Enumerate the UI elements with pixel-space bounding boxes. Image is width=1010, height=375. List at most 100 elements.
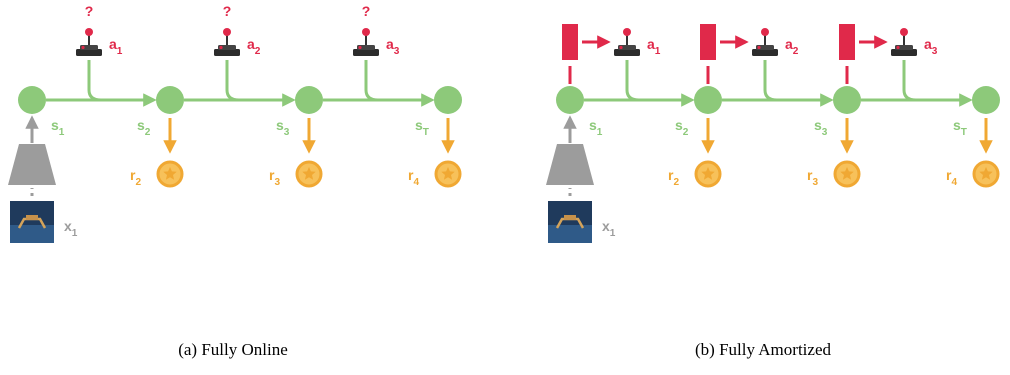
robot-torso (26, 215, 38, 220)
action-label-a1: a1 (647, 36, 661, 57)
star-icon (295, 160, 323, 188)
policy-block (700, 24, 716, 60)
state-node-s3 (833, 86, 861, 114)
joystick-base (752, 49, 778, 56)
joystick-knob (761, 28, 769, 36)
state-node-s1 (18, 86, 46, 114)
state-label-s2: s2 (675, 117, 689, 138)
encoder-trapezoid (546, 144, 594, 185)
reward-label-r2-base: r (668, 167, 674, 183)
observation-label-base: x (602, 218, 610, 234)
star-icon (833, 160, 861, 188)
action-merge-line (625, 60, 640, 102)
joystick-button (757, 45, 761, 50)
joystick-top (357, 45, 375, 50)
reward-label-r2: r2 (668, 167, 679, 188)
state-label-sT-sub: T (961, 127, 968, 138)
robot-floor (10, 225, 54, 243)
joystick-button (619, 45, 623, 50)
state-label-s3-sub: 3 (284, 127, 290, 138)
state-node-s3 (295, 86, 323, 114)
reward-label-r2-sub: 2 (135, 177, 141, 188)
observation-label-sub: 1 (72, 228, 78, 239)
star-shape (441, 167, 455, 180)
joystick-top (80, 45, 98, 50)
reward-label-r3-base: r (269, 167, 275, 183)
state-label-s1-base: s (51, 117, 59, 133)
state-label-s3-sub: 3 (822, 127, 828, 138)
reward-label-r4: r4 (408, 167, 419, 188)
star-shape (840, 167, 854, 180)
action-merge-line (364, 60, 379, 102)
joystick-button (896, 45, 900, 50)
question-marker: ? (223, 3, 232, 19)
panel-caption: (b) Fully Amortized (695, 340, 831, 359)
reward-label-r2: r2 (130, 167, 141, 188)
action-label-a3-sub: 3 (932, 46, 938, 57)
joystick-top (756, 45, 774, 50)
joystick-base (891, 49, 917, 56)
state-label-s1-sub: 1 (597, 127, 603, 138)
state-node-s2 (694, 86, 722, 114)
star-shape (302, 167, 316, 180)
state-label-s1: s1 (589, 117, 603, 138)
action-label-a2-base: a (247, 36, 255, 52)
reward-label-r3-sub: 3 (274, 177, 280, 188)
state-label-s1-sub: 1 (59, 127, 65, 138)
joystick-base (76, 49, 102, 56)
state-label-sT-sub: T (423, 127, 430, 138)
joystick-base (214, 49, 240, 56)
state-label-s2-base: s (675, 117, 683, 133)
action-label-a3-base: a (386, 36, 394, 52)
joystick-top (895, 45, 913, 50)
joystick-knob (85, 28, 93, 36)
action-label-a3-sub: 3 (394, 46, 400, 57)
observation-label: x1 (64, 218, 78, 239)
reward-label-r4-sub: 4 (413, 177, 419, 188)
action-label-a2: a2 (785, 36, 799, 57)
action-label-a1-base: a (647, 36, 655, 52)
joystick-icon (353, 28, 379, 56)
joystick-knob (362, 28, 370, 36)
state-label-s2-base: s (137, 117, 145, 133)
action-label-a3: a3 (924, 36, 938, 57)
panel-caption: (a) Fully Online (178, 340, 288, 359)
action-label-a1: a1 (109, 36, 123, 57)
state-label-s2-sub: 2 (145, 127, 151, 138)
action-merge-line (902, 60, 917, 102)
star-shape (979, 167, 993, 180)
observation-label-sub: 1 (610, 228, 616, 239)
state-label-s1-base: s (589, 117, 597, 133)
state-node-sT (972, 86, 1000, 114)
question-marker: ? (362, 3, 371, 19)
reward-label-r4-base: r (946, 167, 952, 183)
reward-label-r4: r4 (946, 167, 957, 188)
reward-label-r2-base: r (130, 167, 136, 183)
joystick-icon (752, 28, 778, 56)
joystick-knob (623, 28, 631, 36)
action-merge-line (225, 60, 240, 102)
state-label-s3-base: s (814, 117, 822, 133)
state-label-s2-sub: 2 (683, 127, 689, 138)
star-icon (156, 160, 184, 188)
state-label-s3-base: s (276, 117, 284, 133)
state-label-sT-base: s (415, 117, 423, 133)
action-label-a1-sub: 1 (655, 46, 661, 57)
state-node-sT (434, 86, 462, 114)
joystick-base (614, 49, 640, 56)
reward-label-r3-base: r (807, 167, 813, 183)
joystick-button (81, 45, 85, 50)
action-label-a2: a2 (247, 36, 261, 57)
policy-block (562, 24, 578, 60)
star-icon (972, 160, 1000, 188)
action-label-a3-base: a (924, 36, 932, 52)
state-label-sT: sT (953, 117, 968, 138)
star-icon (694, 160, 722, 188)
state-label-s3: s3 (814, 117, 828, 138)
reward-label-r3: r3 (269, 167, 280, 188)
reward-label-r3: r3 (807, 167, 818, 188)
action-label-a1-sub: 1 (117, 46, 123, 57)
joystick-icon (76, 28, 102, 56)
